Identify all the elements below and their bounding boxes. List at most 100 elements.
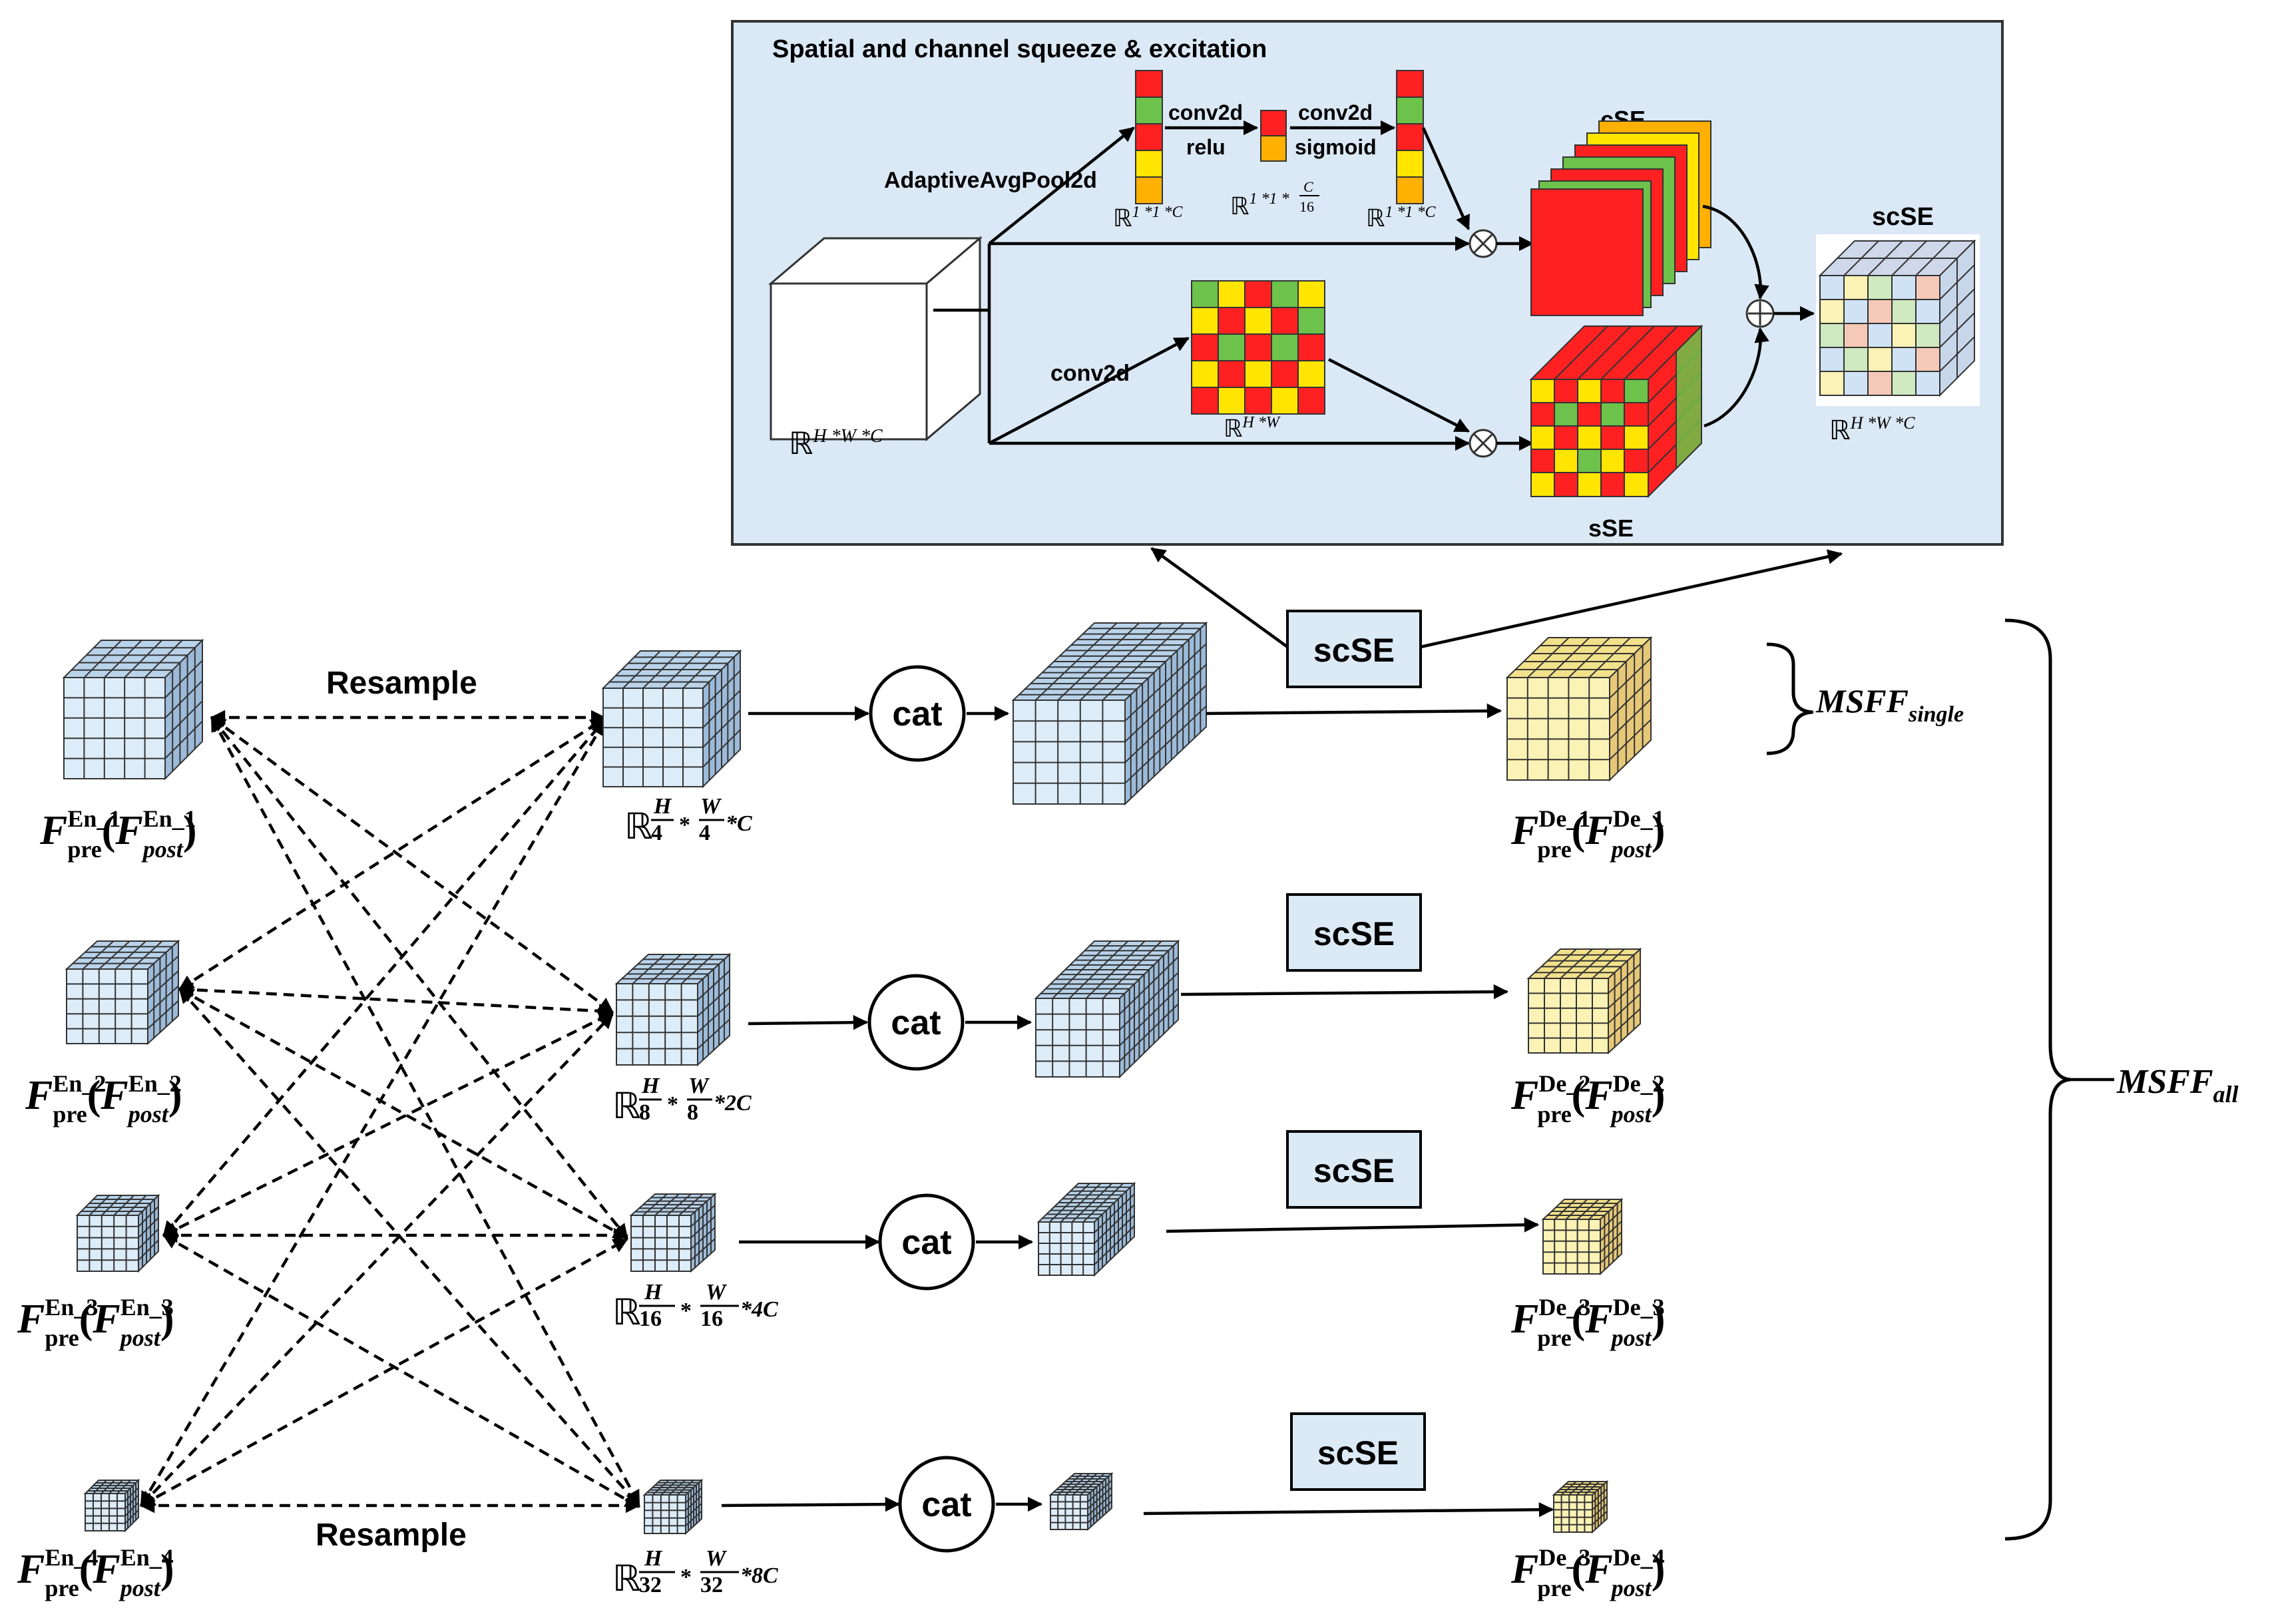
svg-text:*4C: *4C xyxy=(740,1297,778,1322)
svg-text:H: H xyxy=(644,1280,663,1305)
svg-text:ℝ: ℝ xyxy=(612,1293,641,1332)
svg-text:W: W xyxy=(706,1546,728,1571)
msff-single-label: MSFFsingle xyxy=(1815,682,1964,727)
scse-output-label: scSE xyxy=(1872,203,1934,231)
scse-box: scSE xyxy=(1286,893,1422,972)
input-feature-cube xyxy=(768,236,983,442)
scse-box: scSE xyxy=(1286,610,1422,688)
svg-text:*: * xyxy=(679,813,690,837)
scse-detail-panel: Spatial and channel squeeze & excitation… xyxy=(731,20,2004,546)
encoder-cube-3 xyxy=(75,1193,160,1273)
svg-text:16: 16 xyxy=(639,1307,662,1331)
svg-text:*: * xyxy=(667,1092,678,1117)
svg-text:8: 8 xyxy=(639,1100,650,1125)
svg-text:H: H xyxy=(653,794,672,819)
spatial-dim-label: ℝH *W xyxy=(1224,414,1281,442)
channel-vector-squeezed xyxy=(1260,110,1287,162)
pool-label: AdaptiveAvgPool2d xyxy=(884,168,1097,193)
output-dim-label: ℝH *W *C xyxy=(1829,413,1915,445)
spatial-conv-label: conv2d xyxy=(1050,361,1130,386)
svg-text:32: 32 xyxy=(700,1573,723,1597)
sse-front-grid xyxy=(1530,379,1649,497)
sse-label: sSE xyxy=(1588,514,1634,542)
svg-text:W: W xyxy=(688,1074,710,1098)
input-dim-label: ℝH *W *C xyxy=(789,426,883,461)
svg-text:*8C: *8C xyxy=(740,1563,778,1588)
cse-cube xyxy=(1530,120,1711,316)
sigmoid-label: sigmoid xyxy=(1295,135,1377,159)
decoder-cube-1 xyxy=(1505,636,1653,782)
resample-top-label: Resample xyxy=(326,666,477,701)
svg-text:W: W xyxy=(706,1280,728,1305)
svg-text:scSE: scSE xyxy=(1313,915,1395,952)
conv1-label: conv2d xyxy=(1168,101,1243,124)
multiply-icon xyxy=(1469,429,1498,458)
svg-text:cat: cat xyxy=(892,695,942,733)
decoder-cube-3 xyxy=(1541,1197,1624,1276)
encoder-cube-1 xyxy=(62,638,204,781)
cat-node: cat xyxy=(898,1456,995,1553)
channel-vector-1 xyxy=(1135,70,1163,204)
decoder-cube-2 xyxy=(1526,947,1642,1055)
svg-text:4: 4 xyxy=(699,821,710,845)
svg-text:scSE: scSE xyxy=(1313,1152,1395,1189)
msff-all-brace xyxy=(2004,618,2071,1541)
svg-text:*C: *C xyxy=(726,811,752,836)
resampled-cube-1 xyxy=(601,649,742,789)
svg-text:*: * xyxy=(680,1299,692,1323)
svg-text:32: 32 xyxy=(639,1573,662,1597)
concat-cube-1 xyxy=(1011,621,1208,806)
concat-cube-3 xyxy=(1036,1181,1136,1277)
multiply-icon xyxy=(1469,229,1498,258)
vec1-dim-label: ℝ1 *1 *C xyxy=(1113,204,1184,232)
concat-cube-4 xyxy=(1048,1472,1114,1531)
svg-text:8: 8 xyxy=(687,1100,698,1125)
concat-cube-2 xyxy=(1034,939,1180,1079)
encoder-cube-2 xyxy=(65,939,180,1046)
vec-mid-num: C xyxy=(1303,178,1313,195)
svg-text:ℝ: ℝ xyxy=(612,1086,641,1126)
vec-mid-dim-label: ℝ1 *1 * xyxy=(1230,190,1289,220)
channel-vector-2 xyxy=(1396,70,1424,204)
concat-cubes xyxy=(1011,621,1208,1531)
scse-front-grid xyxy=(1819,275,1940,396)
resampled-dim-label-2: ℝH8*W8*2C xyxy=(612,1074,752,1126)
svg-text:cat: cat xyxy=(921,1486,971,1524)
resampled-cube-2 xyxy=(614,952,732,1067)
decoder-cubes xyxy=(1505,636,1653,1534)
svg-text:*: * xyxy=(680,1565,692,1589)
scse-box: scSE xyxy=(1286,1130,1422,1209)
cat-node: cat xyxy=(867,974,965,1071)
svg-text:H: H xyxy=(641,1074,660,1098)
scse-panel-title: Spatial and channel squeeze & excitation xyxy=(772,35,1267,63)
svg-text:W: W xyxy=(700,794,722,819)
resampled-cube-4 xyxy=(642,1478,704,1535)
resampled-dim-label-1: ℝH4*W4*C xyxy=(624,794,752,847)
spatial-attention-map xyxy=(1191,280,1325,415)
svg-text:ℝ: ℝ xyxy=(612,1559,641,1599)
svg-text:H: H xyxy=(644,1546,663,1571)
resampled-cubes xyxy=(601,649,742,1535)
svg-text:ℝ: ℝ xyxy=(624,807,653,847)
encoder-cubes xyxy=(62,638,204,1533)
